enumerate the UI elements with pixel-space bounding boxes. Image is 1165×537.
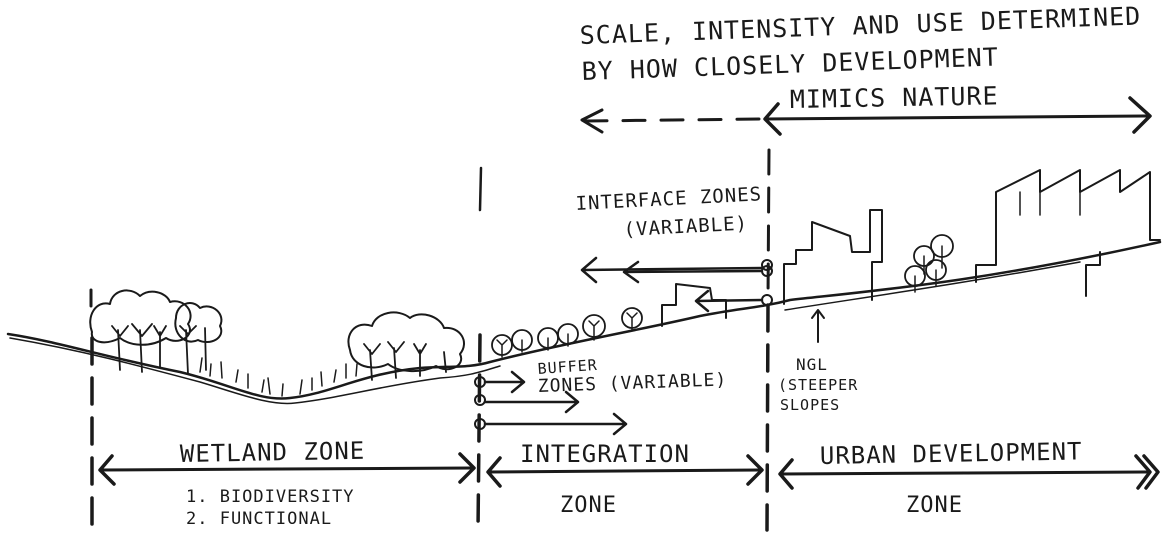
urban-zone-label-line-2: ZONE <box>906 493 963 518</box>
integration-zone-label-line-1: INTEGRATION <box>520 440 690 468</box>
integration-zone-label-line-2: ZONE <box>560 493 617 518</box>
ngl-pointer <box>812 310 824 342</box>
ngl-note: NGL (STEEPER SLOPES <box>778 355 858 414</box>
wetland-list-item-1: 1. BIODIVERSITY <box>186 487 355 507</box>
interface-label-line-1: INTERFACE ZONES <box>575 183 762 215</box>
integration-zone-labels: INTEGRATION ZONE <box>520 440 690 518</box>
header-line-3: MIMICS NATURE <box>790 81 999 114</box>
integration-buildings <box>662 284 726 326</box>
ngl-label-line-1: NGL <box>796 355 828 374</box>
ngl-label-line-2: (STEEPER <box>778 376 858 394</box>
urban-zone-labels: URBAN DEVELOPMENT ZONE <box>820 437 1083 518</box>
ngl-label-line-3: SLOPES <box>780 396 840 414</box>
header-line-2: BY HOW CLOSELY DEVELOPMENT <box>581 42 999 86</box>
header-note: SCALE, INTENSITY AND USE DETERMINED BY H… <box>579 1 1141 114</box>
wetland-zone-label: WETLAND ZONE <box>180 437 366 468</box>
urban-buildings <box>784 170 1160 304</box>
wetland-zone-labels: WETLAND ZONE 1. BIODIVERSITY 2. FUNCTION… <box>180 437 366 529</box>
buffer-zones-note: BUFFER ZONES (VARIABLE) <box>537 356 727 397</box>
urban-zone-label-line-1: URBAN DEVELOPMENT <box>820 437 1083 470</box>
interface-label-line-2: (VARIABLE) <box>623 213 748 241</box>
interface-zones-note: INTERFACE ZONES (VARIABLE) <box>575 183 762 241</box>
header-line-1: SCALE, INTENSITY AND USE DETERMINED <box>579 1 1141 50</box>
wetland-list-item-2: 2. FUNCTIONAL <box>186 509 332 529</box>
wetland-tree-cluster-right <box>348 312 464 380</box>
